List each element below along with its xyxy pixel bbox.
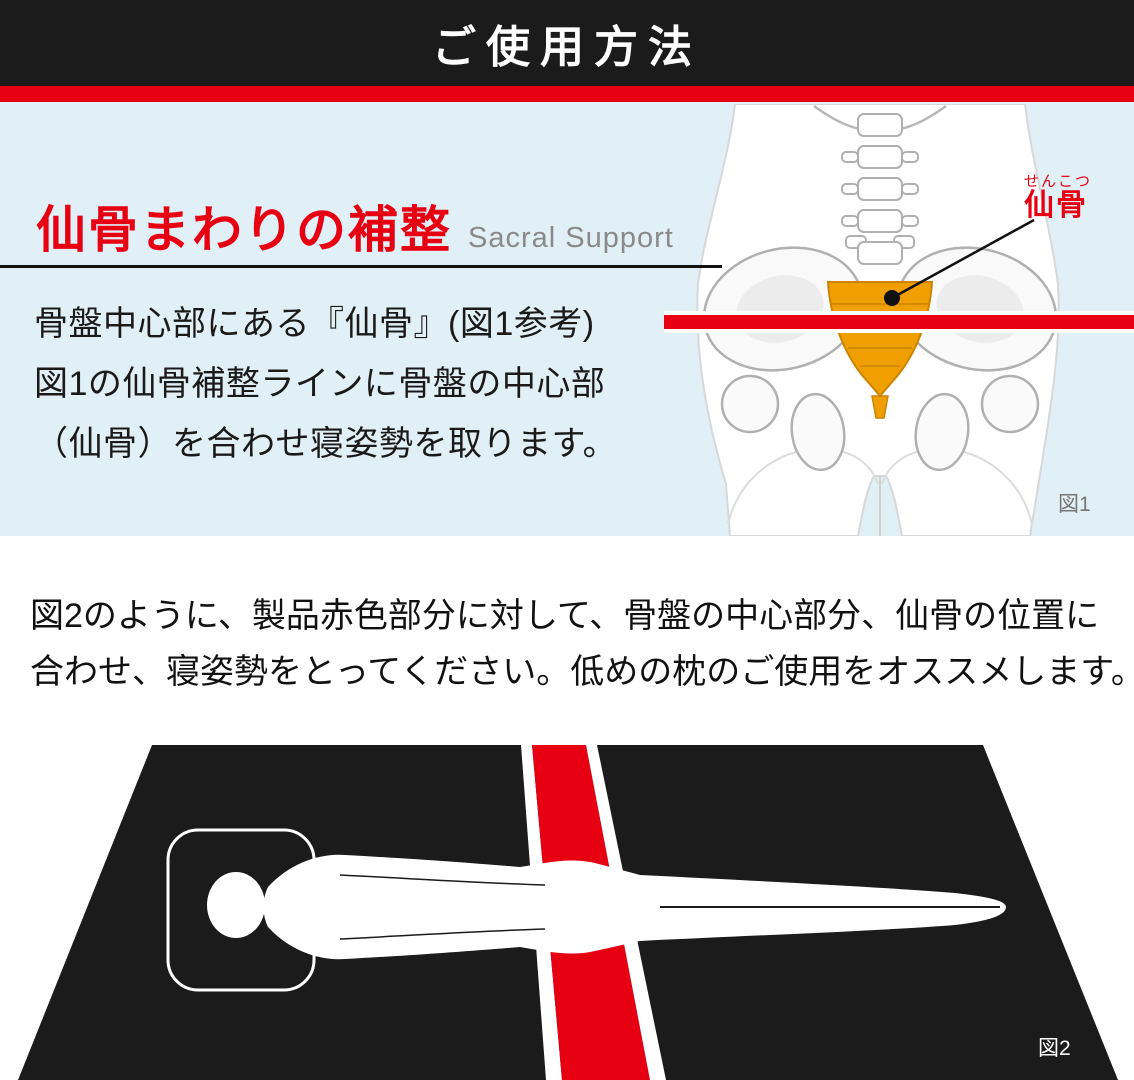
section-title-row: 仙骨まわりの補整 Sacral Support [36, 190, 674, 262]
sacrum-furigana: せんこつ [1024, 173, 1093, 190]
person-outline [207, 854, 1006, 960]
sacrum-label-block: せんこつ 仙骨 [1024, 174, 1092, 221]
body-text-line: （仙骨）を合わせ寝姿勢を取ります。 [34, 425, 618, 463]
spine [841, 113, 919, 265]
instruction-line: 図2のように、製品赤色部分に対して、骨盤の中心部分、仙骨の位置に [30, 597, 1100, 635]
pelvis-illustration [668, 103, 1134, 537]
sacral-section: せんこつ 仙骨 仙骨まわりの補整 Sacral Support 骨盤中心部にある『… [0, 102, 1134, 537]
figure1-caption: 図1 [1058, 493, 1091, 516]
section-title: 仙骨まわりの補整 [36, 202, 452, 258]
mat-illustration [0, 735, 1134, 1080]
mat-svg [18, 745, 1118, 1080]
sacrum-pointer-dot [884, 290, 900, 306]
header-bar: ご使用方法 [0, 0, 1134, 86]
page-title: ご使用方法 [432, 23, 702, 72]
body-text: 骨盤中心部にある『仙骨』(図1参考) 図1の仙骨補整ラインに骨盤の中心部 （仙骨… [34, 294, 684, 474]
arm-line-bottom [339, 928, 546, 940]
instruction-text: 図2のように、製品赤色部分に対して、骨盤の中心部分、仙骨の位置に 合わせ、寝姿勢… [30, 588, 1134, 700]
sacrum-pointer-line [891, 218, 1035, 300]
header-accent-stripe [0, 86, 1134, 102]
title-underline [0, 265, 722, 268]
sacral-support-line [664, 311, 1134, 333]
body-text-line: 図1の仙骨補整ラインに骨盤の中心部 [34, 365, 606, 403]
figure2-caption: 図2 [1038, 1037, 1071, 1060]
instruction-line: 合わせ、寝姿勢をとってください。低めの枕のご使用をオススメします。 [30, 653, 1134, 691]
section-subtitle: Sacral Support [468, 222, 674, 254]
sacrum-label: 仙骨 [1024, 188, 1088, 222]
body-text-line: 骨盤中心部にある『仙骨』(図1参考) [34, 305, 595, 343]
femur-heads [720, 374, 1040, 472]
pelvis-svg [696, 103, 1060, 537]
arm-line-top [339, 874, 546, 886]
